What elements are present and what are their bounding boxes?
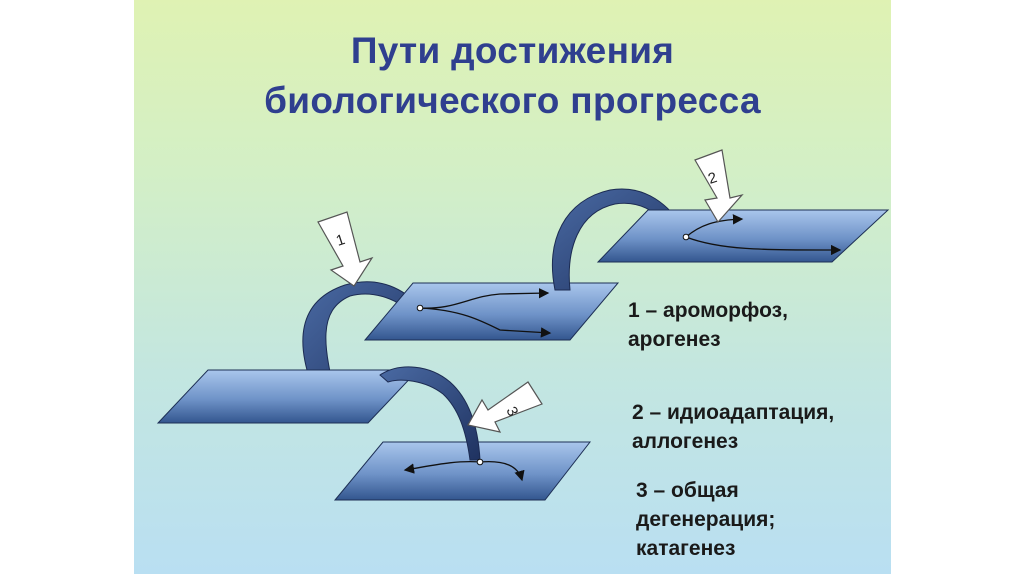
legend-item-2-line-2: аллогенез — [632, 427, 834, 456]
legend-item-1-line-1: 1 – ароморфоз, — [628, 296, 788, 325]
legend-item-2-line-1: 2 – идиоадаптация, — [632, 398, 834, 427]
pointer-arrow-1: 1 — [318, 212, 372, 286]
legend-item-1: 1 – ароморфоз, арогенез — [628, 296, 788, 354]
legend-item-3-line-1: 3 – общая — [636, 476, 775, 505]
plane-idioadaptation — [598, 210, 888, 262]
pathways-diagram: 1 2 3 — [134, 0, 891, 574]
pointer-arrow-3: 3 — [468, 382, 542, 432]
slide: Пути достижения биологического прогресса — [134, 0, 891, 574]
legend-item-1-line-2: арогенез — [628, 325, 788, 354]
legend-item-3: 3 – общая дегенерация; катагенез — [636, 476, 775, 563]
branch-point-3 — [477, 459, 483, 465]
plane-base — [158, 370, 418, 423]
legend-item-3-line-2: дегенерация; — [636, 505, 775, 534]
plane-aromorphosis — [365, 283, 618, 340]
branch-point-1 — [417, 305, 423, 311]
branch-point-2 — [683, 234, 689, 240]
legend-item-2: 2 – идиоадаптация, аллогенез — [632, 398, 834, 456]
plane-degeneration — [335, 442, 590, 500]
legend-item-3-line-3: катагенез — [636, 534, 775, 563]
